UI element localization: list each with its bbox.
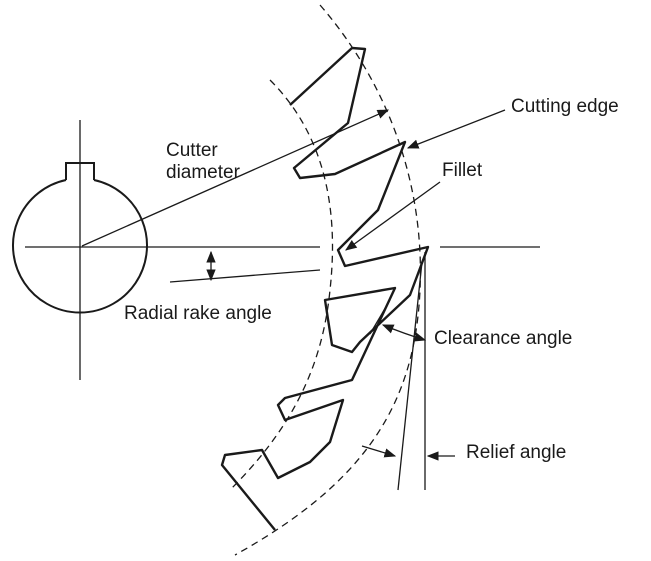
center-lines <box>25 120 540 380</box>
fillet-leader <box>345 181 441 251</box>
clearance-angle-arc <box>381 324 427 342</box>
clearance-angle-label: Clearance angle <box>434 328 573 349</box>
diameter-leader <box>81 109 390 247</box>
radial-rake-angle-label: Radial rake angle <box>124 303 272 324</box>
rake-angle-lower-line <box>169 269 321 283</box>
cutter-diameter-label: Cutter diameter <box>166 140 240 184</box>
outer-dashed-arc <box>234 4 422 556</box>
outer-dashed-circles <box>229 4 422 556</box>
cutter-diameter-label-line2: diameter <box>166 162 240 183</box>
relief-angle-label: Relief angle <box>466 442 567 463</box>
relief-line-a <box>397 261 423 491</box>
clearance-arc-line <box>369 299 391 335</box>
inner-dashed-arc <box>229 79 334 491</box>
cutter-diameter-label-line1: Cutter <box>166 140 218 161</box>
cutting-edge-leader <box>406 109 506 149</box>
leader-lines <box>81 109 506 491</box>
teeth-profile <box>220 46 430 531</box>
cutting-edge-label: Cutting edge <box>511 96 619 117</box>
fillet-label: Fillet <box>442 160 483 181</box>
relief-left-arrow <box>361 445 397 458</box>
